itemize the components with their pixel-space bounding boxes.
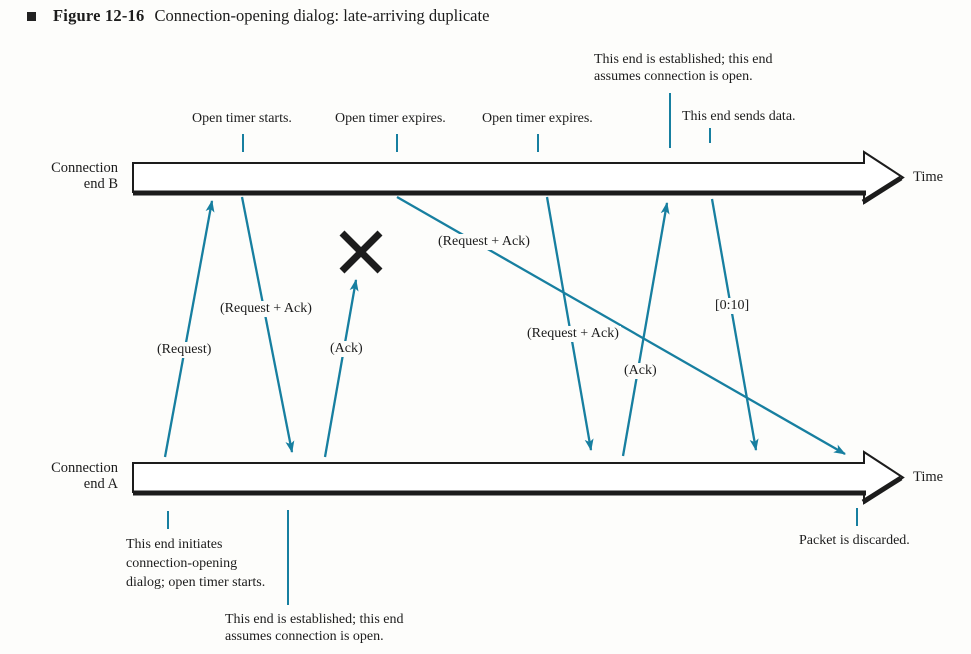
label-request-ack-duplicate: (Request + Ack) [436, 234, 532, 250]
label-ack-2: (Ack) [622, 363, 659, 379]
annotation-established-b-line2: assumes connection is open. [594, 69, 753, 84]
arrow-ack-2 [621, 202, 670, 457]
arrow-ack-1 [323, 279, 359, 458]
figure-caption: Figure 12-16 Connection-opening dialog: … [27, 6, 489, 26]
arrow-request [163, 200, 215, 458]
time-label-a: Time [913, 469, 944, 485]
annotation-ticks-bottom [167, 508, 858, 605]
annotation-packet-discarded: Packet is discarded. [799, 533, 910, 548]
annotation-established-a-line2: assumes connection is open. [225, 629, 384, 644]
label-data-segment: [0:10] [713, 298, 752, 314]
figure-label: Figure 12-16 [53, 6, 145, 25]
timeline-bar-a [132, 450, 905, 505]
annotation-open-timer-starts: Open timer starts. [192, 111, 292, 126]
timeline-label-a-line2: end A [83, 476, 118, 492]
label-ack-1: (Ack) [328, 341, 365, 357]
lost-packet-x-icon [339, 230, 383, 274]
arrow-request-ack-2 [545, 196, 594, 451]
timeline-label-a-line1: Connection [51, 460, 118, 476]
annotation-established-a: This end is established; this end assume… [225, 611, 403, 645]
timeline-label-b-line2: end B [83, 176, 118, 192]
annotation-open-timer-expires-1: Open timer expires. [335, 111, 446, 126]
annotation-established-b: This end is established; this end assume… [594, 51, 772, 85]
timeline-bar-b [132, 150, 905, 205]
label-request-ack-2: (Request + Ack) [525, 326, 621, 342]
annotation-initiates-line3: dialog; open timer starts. [126, 575, 266, 590]
timeline-label-b: Connection end B [38, 160, 118, 192]
annotation-open-timer-expires-2: Open timer expires. [482, 111, 593, 126]
annotation-established-a-line1: This end is established; this end [225, 612, 404, 627]
bullet-square-icon [27, 12, 36, 21]
arrow-data-segment [710, 198, 759, 451]
time-label-b: Time [913, 169, 944, 185]
annotation-initiates-line2: connection-opening [126, 556, 238, 571]
annotation-initiates: This end initiates connection-opening di… [126, 535, 265, 592]
annotation-initiates-line1: This end initiates [126, 537, 223, 552]
annotation-ticks-top [242, 93, 711, 152]
label-request: (Request) [155, 342, 214, 358]
annotation-sends-data: This end sends data. [682, 109, 796, 124]
label-request-ack-1: (Request + Ack) [218, 301, 314, 317]
figure-title: Connection-opening dialog: late-arriving… [154, 6, 490, 25]
timeline-label-a: Connection end A [38, 460, 118, 492]
timeline-label-b-line1: Connection [51, 160, 118, 176]
arrow-request-ack-1 [240, 196, 295, 453]
annotation-established-b-line1: This end is established; this end [594, 52, 773, 67]
